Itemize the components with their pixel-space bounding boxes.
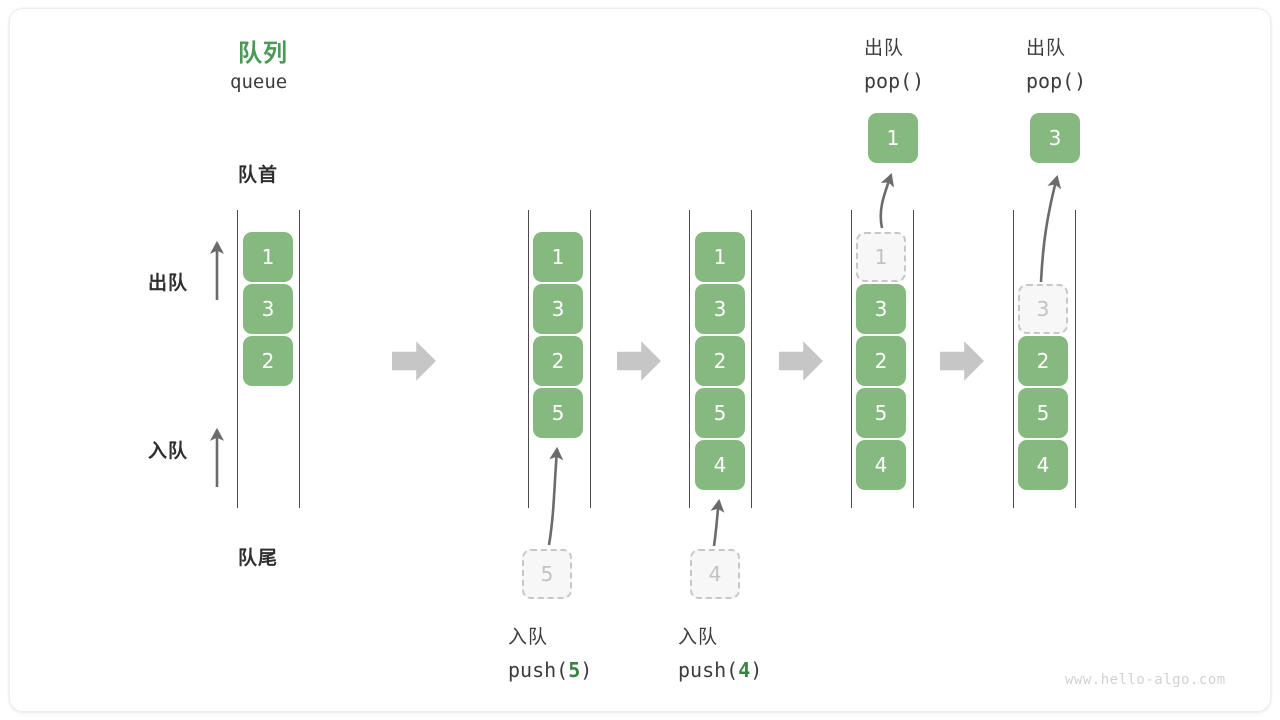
enqueue-side-label: 入队 — [148, 440, 189, 462]
rear-label: 队尾 — [238, 547, 279, 569]
push4-flow-arrow-icon — [710, 498, 725, 547]
queue-cell: 1 — [243, 232, 293, 282]
rail-left-col1 — [237, 210, 238, 508]
step-arrow-icon — [779, 341, 823, 381]
queue-cell: 2 — [695, 336, 745, 386]
queue-cell: 2 — [533, 336, 583, 386]
pop3-header-cn: 出队 — [1026, 37, 1067, 59]
pop1-flow-arrow-icon — [879, 173, 895, 229]
rail-right-col1 — [299, 210, 300, 508]
push4-caption-code: push(4) — [678, 658, 762, 682]
step-arrow-icon — [392, 341, 436, 381]
rail-left-col2 — [528, 210, 529, 508]
front-label: 队首 — [238, 164, 279, 186]
queue-cell: 4 — [1018, 440, 1068, 490]
queue-cell: 5 — [695, 388, 745, 438]
push4-code-post: ) — [750, 658, 763, 682]
dequeue-side-label: 出队 — [148, 272, 189, 294]
pop1-header-code: pop() — [864, 69, 925, 93]
queue-cell: 5 — [1018, 388, 1068, 438]
popped-result-cell: 3 — [1030, 113, 1080, 163]
queue-cell: 3 — [243, 284, 293, 334]
queue-cell: 2 — [856, 336, 906, 386]
queue-cell: 2 — [1018, 336, 1068, 386]
rail-left-col5 — [1013, 210, 1014, 508]
queue-cell-ghost: 3 — [1018, 284, 1068, 334]
popped-result-cell: 1 — [868, 113, 918, 163]
rail-right-col4 — [913, 210, 914, 508]
queue-cell: 5 — [533, 388, 583, 438]
queue-title-cn: 队列 — [238, 39, 288, 67]
queue-cell: 5 — [856, 388, 906, 438]
pop1-header-cn: 出队 — [864, 37, 905, 59]
queue-cell: 3 — [533, 284, 583, 334]
queue-cell: 1 — [695, 232, 745, 282]
queue-cell: 4 — [856, 440, 906, 490]
push5-code-num: 5 — [568, 658, 581, 682]
incoming-ghost-cell: 4 — [690, 549, 740, 599]
pop3-header-code: pop() — [1026, 69, 1087, 93]
rail-right-col3 — [751, 210, 752, 508]
push4-caption-cn: 入队 — [678, 626, 719, 648]
push5-caption-code: push(5) — [508, 658, 592, 682]
step-arrow-icon — [617, 341, 661, 381]
queue-cell: 1 — [533, 232, 583, 282]
queue-cell: 3 — [856, 284, 906, 334]
queue-cell: 3 — [695, 284, 745, 334]
push4-code-pre: push( — [678, 658, 739, 682]
rail-left-col4 — [851, 210, 852, 508]
queue-cell: 2 — [243, 336, 293, 386]
push5-flow-arrow-icon — [547, 446, 564, 546]
push4-code-num: 4 — [738, 658, 751, 682]
push5-code-post: ) — [580, 658, 593, 682]
watermark: www.hello-algo.com — [1065, 672, 1226, 688]
rail-left-col3 — [689, 210, 690, 508]
push5-code-pre: push( — [508, 658, 569, 682]
queue-cell-ghost: 1 — [856, 232, 906, 282]
incoming-ghost-cell: 5 — [522, 549, 572, 599]
queue-title-en: queue — [230, 71, 288, 93]
step-arrow-icon — [940, 341, 984, 381]
rail-right-col5 — [1075, 210, 1076, 508]
pop3-flow-arrow-icon — [1039, 174, 1062, 283]
rail-right-col2 — [590, 210, 591, 508]
queue-cell: 4 — [695, 440, 745, 490]
push5-caption-cn: 入队 — [508, 626, 549, 648]
